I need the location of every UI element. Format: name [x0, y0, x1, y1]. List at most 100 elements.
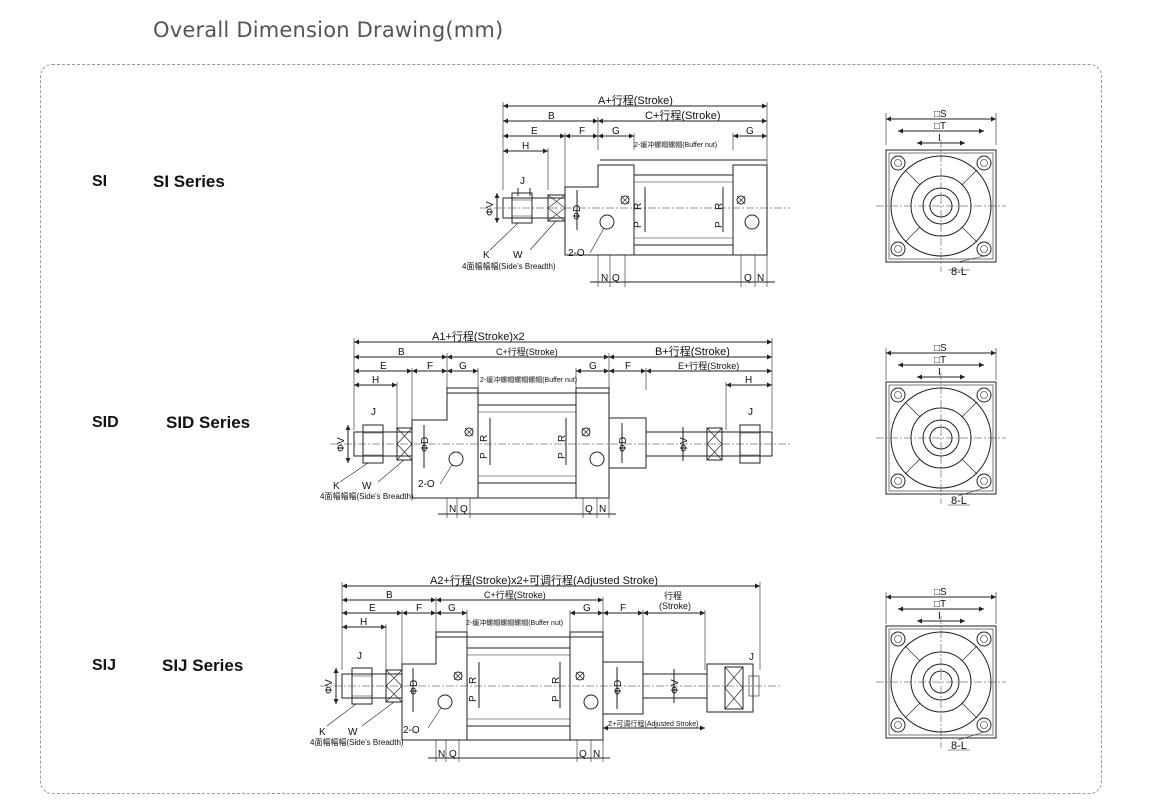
si-end-view: □S □T I 8-L: [876, 109, 1006, 278]
si-dim-d: ΦD: [572, 205, 583, 220]
sij-dim-q2: Q: [579, 749, 587, 760]
sij-dim-f2: F: [620, 603, 626, 614]
sij-dim-j1: J: [357, 651, 362, 662]
sij-dim-l: 8-L: [951, 740, 967, 752]
sij-dim-e: E: [369, 603, 376, 614]
sid-dim-g1: G: [459, 361, 467, 372]
sij-dim-n1: N: [438, 749, 445, 760]
series-name-sij: SIJ Series: [162, 656, 244, 675]
sid-dim-n1: N: [449, 504, 456, 515]
si-dim-e: E: [531, 126, 538, 137]
sij-side-view: A2+行程(Stroke)x2+可调行程(Adjusted Stroke) B …: [310, 574, 780, 762]
sij-dim-t: □T: [934, 599, 946, 610]
series-code-sid: SID: [92, 414, 119, 431]
sid-side-view: A1+行程(Stroke)x2 B C+行程(Stroke) B+行程(Stro…: [320, 330, 790, 518]
sij-dim-q1: Q: [449, 749, 457, 760]
series-name-sid: SID Series: [166, 413, 251, 432]
sij-dim-r1: R: [468, 677, 479, 684]
series-name-si: SI Series: [153, 172, 225, 191]
si-dim-c: C+行程(Stroke): [645, 109, 721, 122]
sij-dim-g1: G: [448, 603, 456, 614]
series-code-si: SI: [92, 173, 108, 190]
si-dim-h: H: [522, 141, 529, 152]
sij-dim-h: H: [360, 617, 367, 628]
sid-dim-n2: N: [599, 504, 606, 515]
sid-dim-overall: A1+行程(Stroke)x2: [432, 330, 525, 343]
sij-dim-d1: ΦD: [409, 680, 420, 695]
sij-dim-v2: ΦV: [670, 679, 681, 694]
sid-dim-v2: ΦV: [679, 437, 690, 452]
sid-dim-s: □S: [934, 343, 947, 354]
si-dim-v: ΦV: [485, 201, 496, 216]
sij-dim-adjust: Z+可调行程(Adjusted Stroke): [608, 719, 698, 728]
sij-end-view: □S □T I 8-L: [876, 587, 1006, 752]
sid-dim-w: W: [362, 481, 372, 492]
sid-dim-h2: H: [745, 375, 752, 386]
si-buffer-note: 2-缓冲螺帽螺帽(Buffer nut): [634, 140, 717, 149]
sid-dim-e: E: [380, 361, 387, 372]
sid-dim-h1: H: [372, 375, 379, 386]
sid-dim-q2: Q: [585, 504, 593, 515]
page-title: Overall Dimension Drawing(mm): [153, 18, 504, 42]
sij-dim-r2: R: [551, 677, 562, 684]
sij-side-note: 4面幅幅幅(Side's Breadth): [310, 737, 404, 747]
sid-dim-k: K: [333, 481, 340, 492]
si-dim-g2: G: [746, 126, 754, 137]
si-dim-b: B: [548, 111, 555, 122]
si-side-note: 4面幅幅幅(Side's Breadth): [462, 261, 556, 271]
sij-dim-p1: P: [468, 695, 479, 702]
sid-end-view: □S □T I 8-L: [876, 343, 1006, 507]
sij-dim-f1: F: [416, 603, 422, 614]
sid-dim-r1: R: [479, 435, 490, 442]
si-dim-f: F: [579, 126, 585, 137]
si-dim-o: 2-O: [568, 248, 585, 259]
sid-dim-p1: P: [479, 452, 490, 459]
sij-dim-n2: N: [593, 749, 600, 760]
sij-dim-g2: G: [583, 603, 591, 614]
sid-dim-f2: F: [625, 361, 631, 372]
si-dim-p1: P: [633, 221, 644, 228]
sid-dim-l: 8-L: [951, 495, 967, 507]
si-dim-n1: N: [601, 273, 608, 284]
si-dim-r1: R: [633, 203, 644, 210]
si-dim-w: W: [513, 250, 523, 261]
sid-dim-g2: G: [589, 361, 597, 372]
drawing-frame: [40, 64, 1102, 794]
sid-dim-q1: Q: [460, 504, 468, 515]
si-dim-r2: R: [714, 203, 725, 210]
si-dim-overall: A+行程(Stroke): [598, 94, 673, 107]
si-dim-n2: N: [757, 273, 764, 284]
si-dim-s: □S: [934, 109, 947, 120]
sid-dim-rear-sub: E+行程(Stroke): [678, 360, 739, 371]
sij-dim-o: 2-O: [403, 725, 420, 736]
sij-dim-c: C+行程(Stroke): [484, 589, 546, 600]
si-dim-j: J: [520, 176, 525, 187]
sij-dim-v1: ΦV: [324, 679, 335, 694]
sid-dim-f1: F: [427, 361, 433, 372]
sid-dim-p2: P: [557, 452, 568, 459]
si-dim-i: I: [938, 133, 941, 144]
sid-dim-c: C+行程(Stroke): [496, 346, 558, 357]
sij-dim-j2: J: [749, 652, 754, 663]
sid-dim-j2: J: [748, 407, 753, 418]
sij-dim-i: I: [938, 611, 941, 622]
sid-dim-b: B: [398, 347, 405, 358]
sid-dim-i: I: [938, 367, 941, 378]
sij-dim-overall: A2+行程(Stroke)x2+可调行程(Adjusted Stroke): [430, 574, 658, 587]
sid-dim-r2: R: [557, 435, 568, 442]
sij-dim-rear-stroke-cn: 行程: [664, 590, 682, 601]
sij-dim-p2: P: [551, 695, 562, 702]
si-dim-k: K: [483, 250, 490, 261]
si-dim-l: 8-L: [951, 266, 967, 278]
series-code-sij: SIJ: [92, 657, 117, 674]
sid-dim-v1: ΦV: [336, 437, 347, 452]
sid-side-note: 4面幅幅幅(Side's Breadth): [320, 491, 414, 501]
sij-dim-s: □S: [934, 587, 947, 598]
sid-dim-d2: ΦD: [618, 437, 629, 452]
sij-dim-rear-stroke-en: (Stroke): [659, 601, 691, 611]
sij-dim-w: W: [348, 727, 358, 738]
sid-dim-t: □T: [934, 355, 946, 366]
sij-dim-d2: ΦD: [613, 680, 624, 695]
si-dim-q2: Q: [744, 273, 752, 284]
